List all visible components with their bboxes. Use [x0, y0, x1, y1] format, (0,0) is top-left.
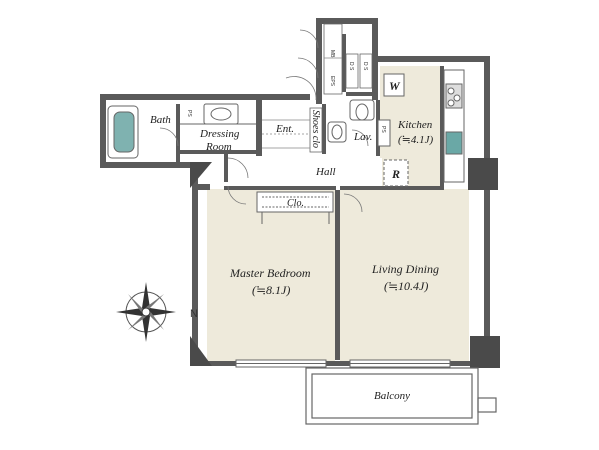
master-bedroom-floor [207, 189, 335, 361]
label-dressing: Dressing [199, 128, 240, 140]
label-eps: EPS [329, 76, 335, 87]
label-balcony: Balcony [374, 390, 410, 402]
sink [445, 131, 463, 155]
room-labels: Bath Dressing Room Ent. Shoes clo Lav. K… [150, 110, 439, 402]
compass-rose: N [116, 282, 198, 342]
lavatory-fixtures [327, 99, 375, 143]
bath-fixtures [107, 103, 256, 159]
label-ds-2: D S [362, 62, 368, 71]
closet [256, 191, 334, 224]
fridge-box [383, 159, 409, 187]
label-washer: W [389, 79, 401, 93]
label-mb: MB [329, 50, 335, 58]
living-dining-floor [340, 189, 469, 361]
structural-columns [190, 158, 500, 368]
label-living-dining-size: (≒10.4J) [384, 279, 428, 293]
label-entrance: Ent. [275, 123, 294, 135]
label-hall: Hall [315, 166, 336, 178]
label-master-bedroom-size: (≒8.1J) [252, 283, 290, 297]
label-shoes-closet: Shoes clo [310, 110, 321, 148]
label-kitchen: Kitchen [397, 119, 433, 131]
label-kitchen-size: (≒4.1J) [398, 134, 434, 146]
label-ps-lav: PS [380, 126, 386, 133]
label-ds-1: D S [348, 62, 354, 71]
washer-box [383, 73, 405, 97]
label-room: Room [205, 141, 232, 153]
room-fills [207, 66, 469, 361]
label-ps-bath: PS [186, 110, 192, 117]
hall-floor [224, 158, 382, 188]
fixture-labels: MB EPS D S D S PS PS W R [186, 50, 401, 181]
label-living-dining: Living Dining [371, 262, 439, 276]
entrance-area [262, 23, 373, 153]
windows [235, 359, 451, 368]
walls [100, 18, 490, 366]
compass-north-label: N [190, 308, 198, 320]
balcony [305, 367, 497, 425]
kitchen-fixtures [377, 69, 465, 187]
label-bath: Bath [150, 114, 171, 126]
label-closet: Clo. [287, 198, 304, 209]
label-lavatory: Lav. [353, 131, 372, 143]
label-master-bedroom: Master Bedroom [229, 266, 311, 280]
label-refrigerator: R [391, 167, 400, 181]
